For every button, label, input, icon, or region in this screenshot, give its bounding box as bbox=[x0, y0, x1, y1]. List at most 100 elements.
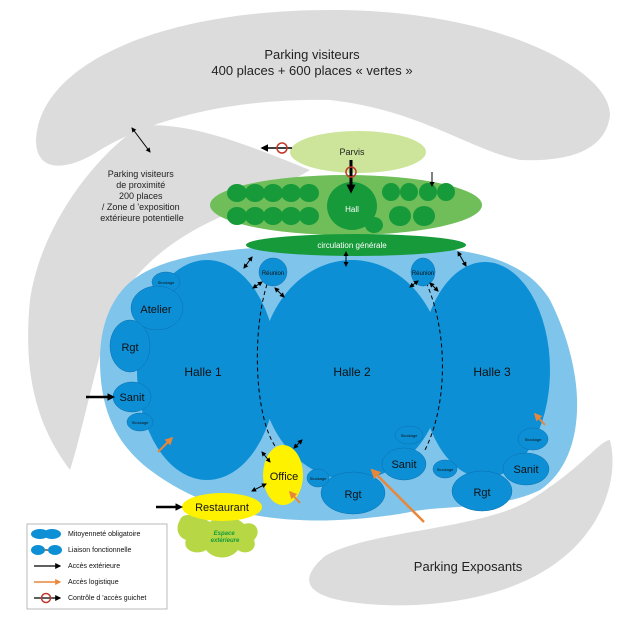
room-cell bbox=[227, 207, 247, 225]
parvis-zone bbox=[290, 131, 426, 173]
reunion-1-label: Réunion bbox=[262, 271, 284, 277]
legend: Mitoyenneté obligatoire Liaison fonction… bbox=[26, 523, 168, 610]
stockage-h2 bbox=[394, 425, 424, 445]
restaurant-label: Restaurant bbox=[195, 502, 249, 514]
legend-circle bbox=[40, 592, 52, 604]
room-cell bbox=[437, 183, 455, 201]
legend-label: Mitoyenneté obligatoire bbox=[68, 531, 140, 538]
double-arrow-icon bbox=[252, 281, 263, 289]
dashed-link bbox=[256, 264, 279, 451]
hall-core bbox=[327, 182, 377, 230]
double-arrow-icon bbox=[274, 287, 285, 298]
halle-1-label: Halle 1 bbox=[184, 365, 222, 379]
circulation-zone bbox=[246, 234, 466, 256]
espace-line: extérieure bbox=[211, 538, 240, 544]
legend-ellipse bbox=[48, 545, 62, 555]
control-icon bbox=[34, 592, 62, 604]
double-arrow-icon bbox=[251, 483, 267, 492]
proximite-line: Parking visiteurs bbox=[108, 169, 175, 179]
legend-ellipse bbox=[43, 529, 61, 539]
parking-visiteurs-title: Parking visiteurs bbox=[264, 47, 360, 62]
legend-label: Accès logistique bbox=[68, 579, 119, 586]
rgt-h3-label: Rgt bbox=[473, 487, 490, 499]
orange-arrow-icon bbox=[157, 436, 174, 453]
double-arrow-icon bbox=[457, 251, 467, 267]
double-arrow-icon bbox=[243, 256, 253, 269]
proximite-line: 200 places bbox=[119, 191, 163, 201]
parvis-label: Parvis bbox=[339, 147, 365, 157]
double-arrow-icon bbox=[131, 127, 151, 153]
room-cell bbox=[389, 206, 411, 226]
double-arrow-icon bbox=[261, 451, 271, 463]
room-cell bbox=[263, 184, 283, 202]
room-cell bbox=[227, 184, 247, 202]
parking-proximite-zone bbox=[28, 125, 311, 470]
legend-label: Contrôle d 'accès guichet bbox=[68, 595, 146, 602]
room-cell bbox=[299, 207, 319, 225]
stockage-bottom-2 bbox=[432, 459, 458, 479]
liaison-icon bbox=[31, 545, 62, 555]
proximite-line: / Zone d 'exposition bbox=[102, 202, 180, 212]
office-label: Office bbox=[270, 471, 299, 483]
sanit-left-label: Sanit bbox=[119, 392, 144, 404]
orange-arrow-icon bbox=[370, 468, 425, 523]
halle-2-label: Halle 2 bbox=[333, 365, 371, 379]
proximite-line: de proximité bbox=[116, 180, 165, 190]
sanit-h2-room bbox=[381, 447, 427, 481]
parking-exposants-label: Parking Exposants bbox=[414, 559, 523, 574]
sanit-h3-room bbox=[502, 452, 550, 486]
stockage-bottom-2-label: Stockage bbox=[437, 467, 454, 472]
reunion-room-1 bbox=[258, 257, 288, 287]
room-cell bbox=[245, 207, 265, 225]
control-icon bbox=[345, 166, 357, 178]
hall-label: Hall bbox=[345, 205, 359, 214]
rgt-bottom-label: Rgt bbox=[344, 489, 361, 501]
parking-visiteurs-zone bbox=[36, 9, 610, 166]
double-arrow-icon bbox=[429, 282, 439, 292]
restaurant-room bbox=[182, 493, 262, 521]
reunion-room-2 bbox=[410, 257, 436, 287]
stockage-bottom-1-label: Stockage bbox=[310, 476, 327, 481]
circulation-label: circulation générale bbox=[317, 241, 387, 250]
sanit-h2-label: Sanit bbox=[391, 459, 416, 471]
double-arrow-icon bbox=[293, 439, 303, 449]
room-cell bbox=[299, 184, 319, 202]
halle-3 bbox=[420, 262, 550, 478]
orange-arrow-icon bbox=[288, 490, 301, 504]
reunion-2-label: Réunion bbox=[412, 271, 434, 277]
double-arrow-icon bbox=[409, 280, 419, 288]
room-cell bbox=[400, 183, 418, 201]
legend-label: Accès extérieure bbox=[68, 563, 120, 570]
legend-label: Liaison fonctionnelle bbox=[68, 547, 132, 554]
stockage-h3 bbox=[517, 427, 549, 451]
parking-exposants-zone bbox=[309, 440, 613, 606]
halle-2 bbox=[260, 260, 444, 480]
espace-line: Espace bbox=[214, 531, 236, 537]
room-cell bbox=[263, 207, 283, 225]
rgt-left-room bbox=[109, 319, 151, 373]
atelier-room bbox=[130, 285, 184, 331]
orange-arrow-icon bbox=[533, 412, 546, 426]
rgt-left-label: Rgt bbox=[121, 342, 138, 354]
parking-proximite-label: Parking visiteurs de proximité 200 place… bbox=[100, 169, 184, 223]
office-room bbox=[263, 445, 303, 505]
stockage-atelier-label: Stockage bbox=[158, 280, 175, 285]
proximite-line: extérieure potentielle bbox=[100, 213, 184, 223]
atelier-label: Atelier bbox=[140, 304, 172, 316]
room-cell bbox=[382, 183, 400, 201]
control-icon bbox=[276, 142, 288, 154]
stockage-left bbox=[126, 412, 154, 432]
stockage-h3-label: Stockage bbox=[525, 437, 542, 442]
rgt-bottom-room bbox=[320, 471, 386, 515]
rgt-h3-room bbox=[451, 470, 513, 512]
hall-small-rooms bbox=[227, 183, 455, 233]
espace-exterieur-zone bbox=[177, 514, 258, 558]
parking-visiteurs-capacity: 400 places + 600 places « vertes » bbox=[211, 63, 412, 78]
room-cell bbox=[281, 184, 301, 202]
stockage-left-label: Stockage bbox=[132, 420, 149, 425]
mitoyennete-icon bbox=[31, 529, 61, 539]
sanit-h3-label: Sanit bbox=[513, 464, 538, 476]
room-cell bbox=[413, 206, 435, 226]
